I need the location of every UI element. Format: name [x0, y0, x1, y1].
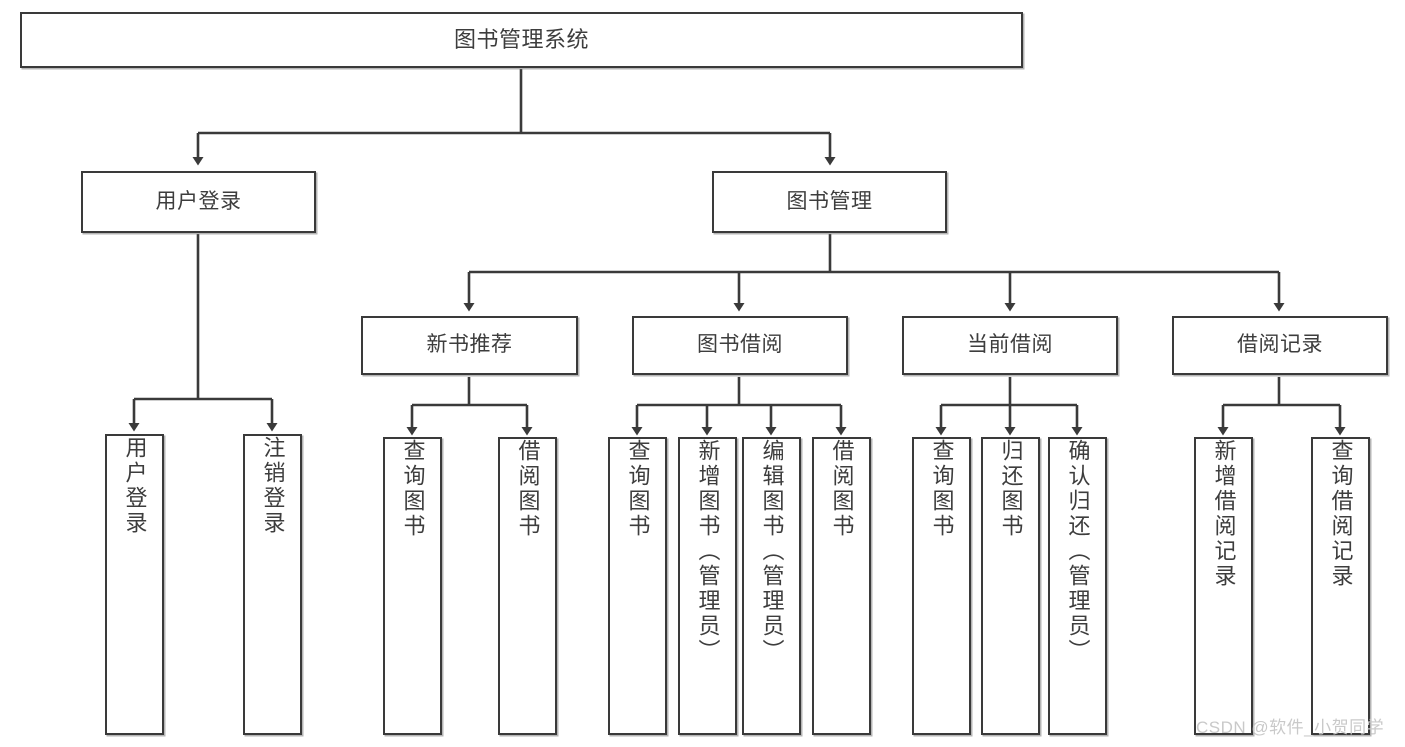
node-label: 新增图书（管理员） — [695, 439, 721, 664]
node-book-management[interactable]: 图书管理 — [712, 171, 947, 233]
node-label: 归还图书 — [998, 439, 1024, 539]
node-label: 新增借阅记录 — [1211, 439, 1237, 589]
node-user-login[interactable]: 用户登录 — [81, 171, 316, 233]
node-label: 当前借阅 — [967, 333, 1053, 357]
node-label: 用户登录 — [122, 436, 148, 536]
node-label: 确认归还（管理员） — [1065, 439, 1091, 664]
csdn-watermark: CSDN @软件_小贺同学 — [1196, 718, 1385, 737]
node-leaf-logout-login[interactable]: 注销登录 — [243, 434, 302, 735]
node-label: 查询图书 — [625, 439, 651, 539]
node-leaf-confirm-return[interactable]: 确认归还（管理员） — [1048, 437, 1107, 735]
node-label: 编辑图书（管理员） — [759, 439, 785, 664]
node-current-borrow[interactable]: 当前借阅 — [902, 316, 1118, 375]
node-leaf-query-book-1[interactable]: 查询图书 — [383, 437, 442, 735]
node-leaf-borrow-book-1[interactable]: 借阅图书 — [498, 437, 557, 735]
node-label: 借阅图书 — [515, 439, 541, 539]
node-leaf-add-record[interactable]: 新增借阅记录 — [1194, 437, 1253, 735]
node-leaf-return-book[interactable]: 归还图书 — [981, 437, 1040, 735]
node-book-management-system[interactable]: 图书管理系统 — [20, 12, 1023, 68]
node-label: 用户登录 — [155, 189, 242, 213]
node-label: 注销登录 — [260, 436, 286, 536]
node-leaf-borrow-book-2[interactable]: 借阅图书 — [812, 437, 871, 735]
node-label: 借阅记录 — [1237, 333, 1323, 357]
node-borrow-record[interactable]: 借阅记录 — [1172, 316, 1388, 375]
node-book-borrow[interactable]: 图书借阅 — [632, 316, 848, 375]
node-leaf-query-book-3[interactable]: 查询图书 — [912, 437, 971, 735]
node-label: 查询借阅记录 — [1328, 439, 1354, 589]
node-label: 新书推荐 — [426, 333, 513, 357]
node-leaf-edit-book[interactable]: 编辑图书（管理员） — [742, 437, 801, 735]
node-label: 查询图书 — [929, 439, 955, 539]
node-label: 查询图书 — [400, 439, 426, 539]
node-leaf-query-record[interactable]: 查询借阅记录 — [1311, 437, 1370, 735]
node-label: 图书借阅 — [697, 333, 783, 357]
node-new-book-recommend[interactable]: 新书推荐 — [361, 316, 578, 375]
node-leaf-add-book[interactable]: 新增图书（管理员） — [678, 437, 737, 735]
node-leaf-query-book-2[interactable]: 查询图书 — [608, 437, 667, 735]
node-leaf-user-login[interactable]: 用户登录 — [105, 434, 164, 735]
node-label: 借阅图书 — [829, 439, 855, 539]
node-label: 图书管理系统 — [453, 27, 589, 53]
node-label: 图书管理 — [786, 189, 873, 213]
